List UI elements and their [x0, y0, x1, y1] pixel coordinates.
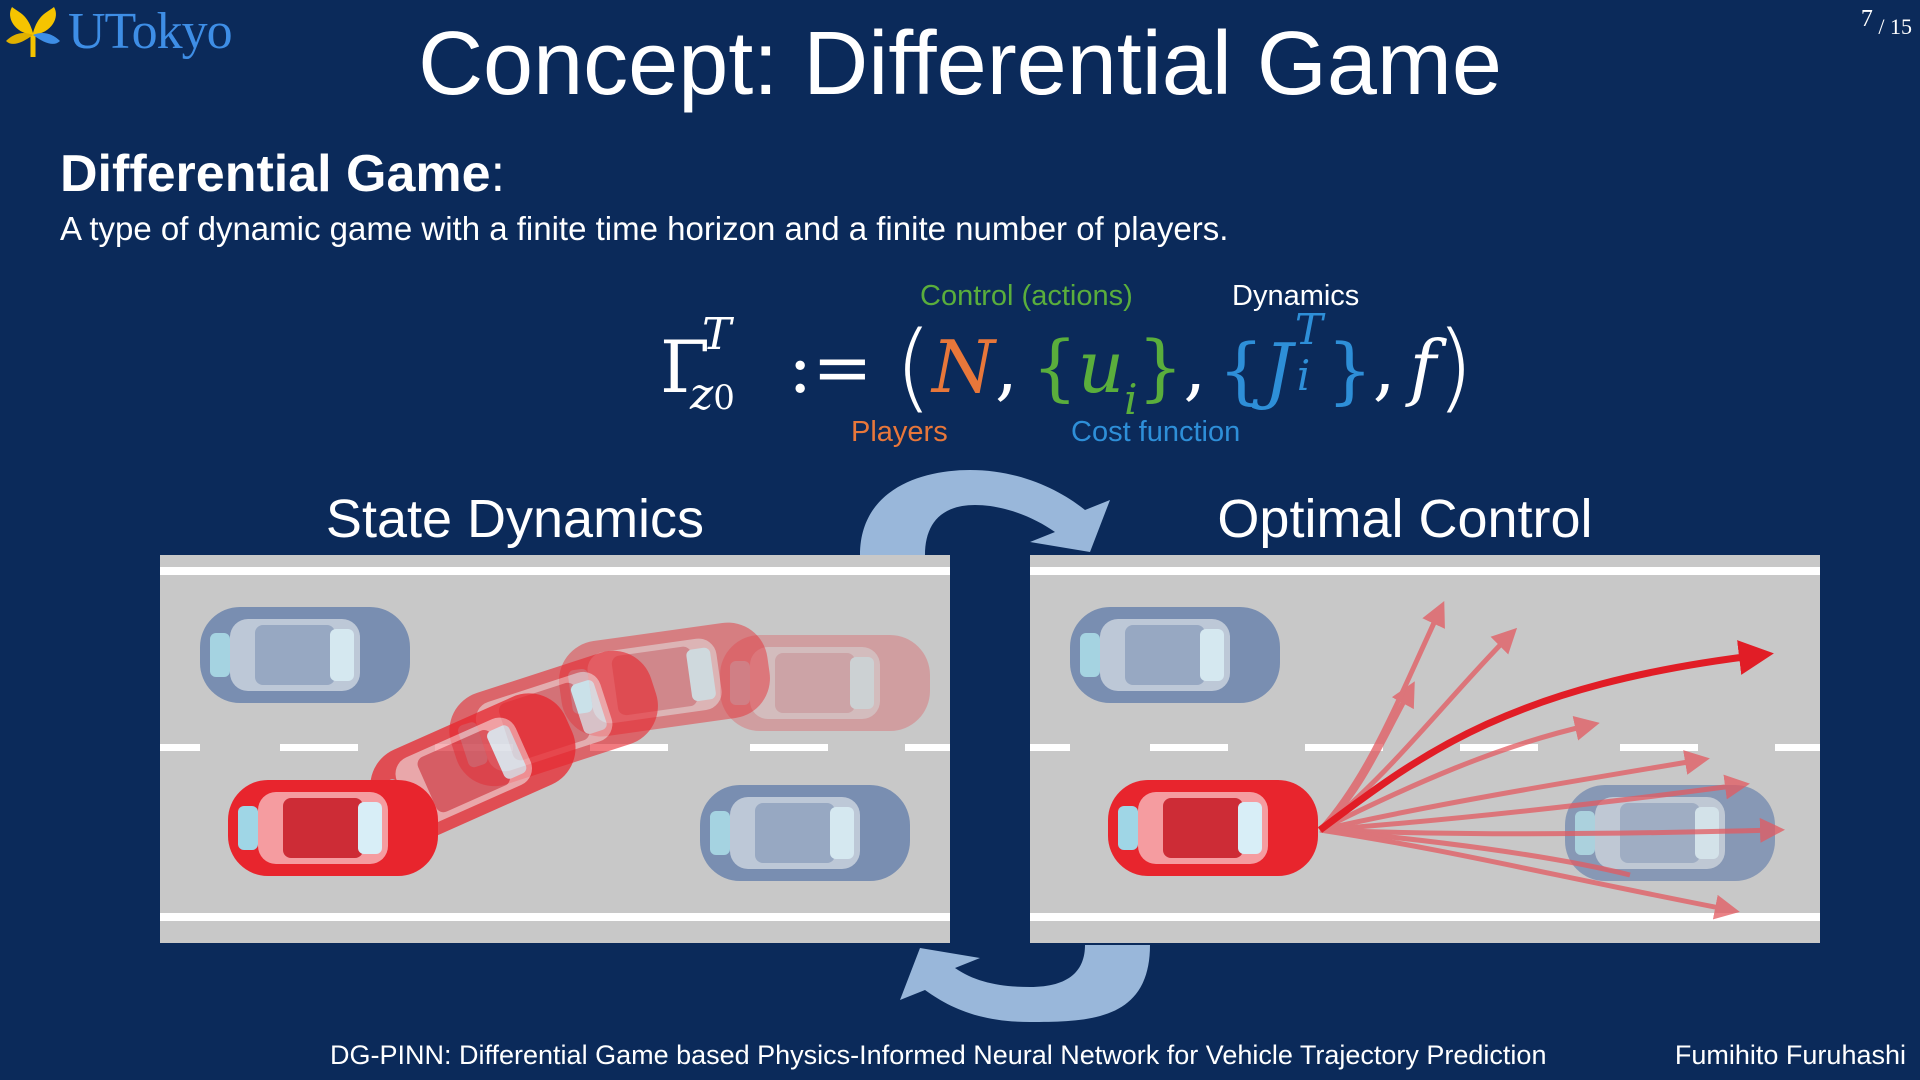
definition-heading-text: Differential Game — [60, 145, 491, 203]
formula-open-paren: ( — [894, 311, 933, 423]
cycle-arrows — [860, 470, 1150, 1022]
utokyo-logo: UTokyo — [4, 2, 233, 61]
definition-colon: : — [490, 145, 506, 203]
blue-car-bottom — [700, 785, 910, 881]
road-edge-bottom — [160, 913, 950, 921]
label-control: Control (actions) — [920, 280, 1133, 312]
bottom-cycle-arrow — [900, 945, 1150, 1022]
road-edge-top — [160, 567, 950, 575]
footer-title: DG-PINN: Differential Game based Physics… — [330, 1040, 1547, 1070]
logo-text: UTokyo — [68, 3, 233, 60]
gamma-superscript: T — [702, 309, 732, 360]
formula-f: f — [1409, 325, 1437, 409]
page-total: / 15 — [1878, 14, 1912, 39]
red-car — [228, 780, 438, 876]
gamma-subscript: z0 — [690, 369, 735, 420]
page-number: 7 / 15 — [1861, 6, 1912, 41]
optimal-control-title: Optimal Control — [1217, 489, 1593, 549]
formula-gamma: Γ T z0 — [660, 309, 735, 420]
formula-u-set: {ui} — [1031, 325, 1184, 424]
road-edge-bottom — [1030, 913, 1820, 921]
slide-title: Concept: Differential Game — [418, 14, 1502, 114]
optimal-trajectory — [1317, 640, 1774, 833]
road-edge-top — [1030, 567, 1820, 575]
formula-close-paren: ) — [1436, 311, 1474, 423]
top-cycle-arrow — [860, 470, 1110, 555]
page-current: 7 — [1860, 6, 1873, 32]
definition-heading: Differential Game: — [60, 144, 505, 204]
label-players: Players — [851, 416, 948, 448]
formula-assign: := — [787, 325, 873, 409]
ginkgo-icon — [6, 6, 60, 57]
formula-N: N — [932, 325, 996, 409]
footer-author: Fumihito Furuhashi — [1674, 1040, 1906, 1070]
state-dynamics-road — [160, 555, 950, 943]
blue-car-top — [200, 607, 410, 703]
optimal-control-road — [1030, 555, 1820, 943]
blue-car-top — [1070, 607, 1280, 703]
label-cost: Cost function — [1071, 416, 1241, 448]
label-dynamics: Dynamics — [1232, 280, 1360, 312]
lane-divider — [1030, 744, 1820, 751]
definition-text: A type of dynamic game with a finite tim… — [60, 210, 1229, 247]
state-dynamics-title: State Dynamics — [325, 489, 705, 549]
red-car — [1108, 780, 1318, 876]
